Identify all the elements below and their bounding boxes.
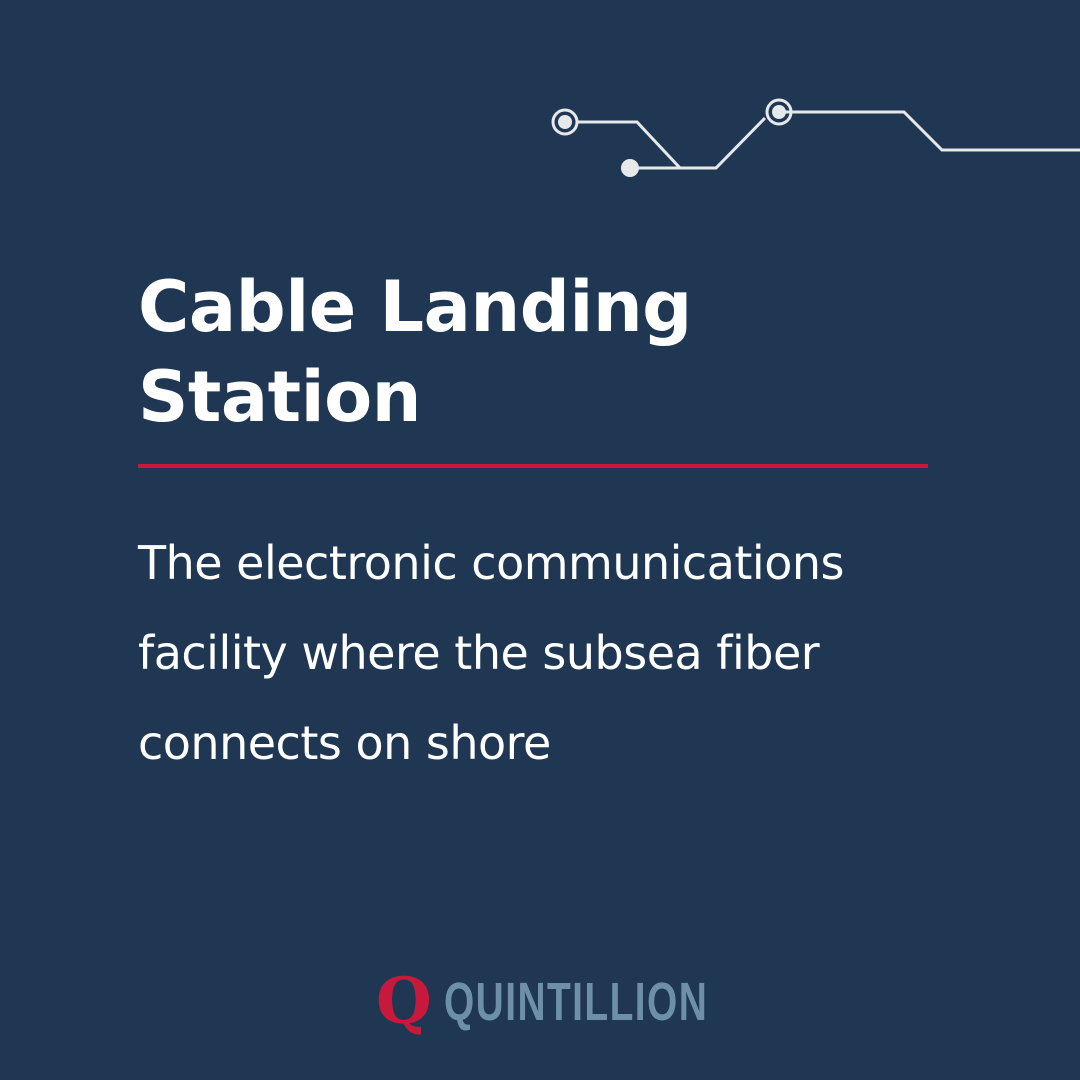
description-line: connects on shore [138, 716, 551, 770]
description-line: The electronic communications [138, 536, 844, 590]
circuit-node [772, 105, 786, 119]
page-title: Cable Landing Station [138, 262, 1018, 442]
circuit-decoration [551, 98, 1080, 177]
quintillion-logo: Q QUINTILLION [376, 970, 811, 1034]
circuit-node-ring [765, 98, 793, 126]
circuit-node [558, 115, 572, 129]
circuit-line [577, 120, 682, 170]
divider [138, 464, 928, 468]
description-line: facility where the subsea fiber [138, 626, 820, 680]
title-line: Station [138, 356, 422, 438]
title-line: Cable Landing [138, 266, 692, 348]
circuit-line [784, 110, 1080, 152]
description: The electronic communications facility w… [138, 518, 1038, 788]
logo-mark: Q [376, 964, 432, 1039]
circuit-line [628, 116, 767, 170]
circuit-node [621, 159, 639, 177]
circuit-node-ring [551, 108, 579, 136]
logo-name: QUINTILLION [443, 972, 708, 1032]
